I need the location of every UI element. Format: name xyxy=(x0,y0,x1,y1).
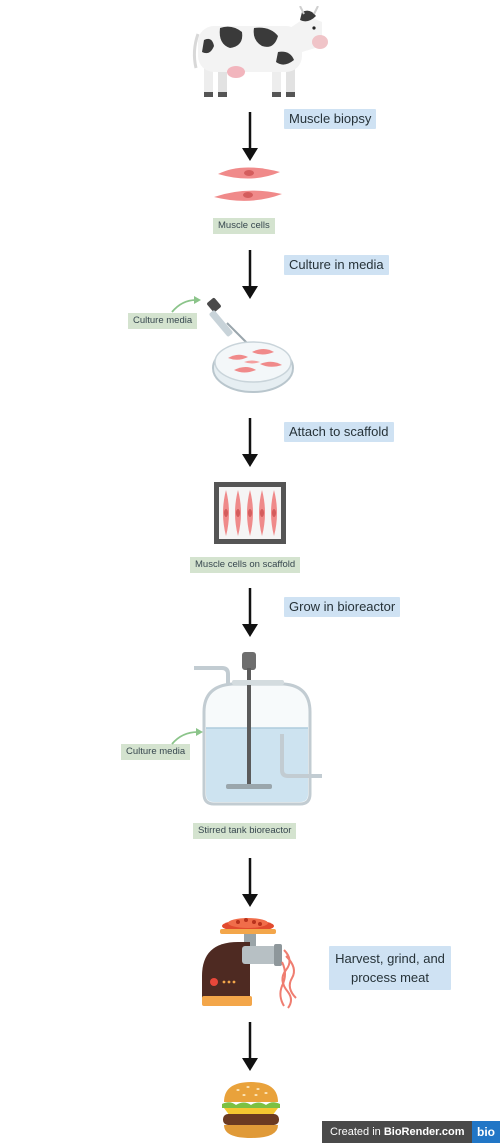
tag-muscle-cells: Muscle cells xyxy=(213,218,275,234)
flow-arrow-3 xyxy=(242,418,258,467)
media-arrow-1 xyxy=(171,296,201,313)
step-label-attach: Attach to scaffold xyxy=(284,422,394,442)
petri-dish-icon xyxy=(212,341,294,393)
flow-arrow-6 xyxy=(242,1022,258,1071)
biorender-credit-badge[interactable]: Created in BioRender.com bio xyxy=(322,1121,500,1143)
scaffold-icon xyxy=(214,482,286,544)
credit-text: Created in BioRender.com xyxy=(330,1126,465,1138)
step-label-harvest: Harvest, grind, and process meat xyxy=(329,946,451,990)
tag-bioreactor: Stirred tank bioreactor xyxy=(193,823,297,839)
step-label-grow: Grow in bioreactor xyxy=(284,597,401,617)
meat-grinder-icon xyxy=(202,918,297,1009)
muscle-cells-icon xyxy=(214,167,282,201)
flow-arrow-5 xyxy=(242,858,258,907)
bioreactor-icon xyxy=(194,652,322,806)
burger-icon xyxy=(222,1082,280,1138)
flow-arrow-1 xyxy=(242,112,258,161)
tag-culture-media-2: Culture media xyxy=(121,744,191,760)
step-label-biopsy: Muscle biopsy xyxy=(284,109,377,129)
flow-arrow-4 xyxy=(242,588,258,637)
step-label-culture: Culture in media xyxy=(284,255,389,275)
tag-culture-media-1: Culture media xyxy=(128,313,198,329)
dropper-icon xyxy=(207,298,250,346)
media-arrow-2 xyxy=(171,728,203,745)
biorender-logo-icon: bio xyxy=(472,1121,500,1143)
tag-cells-on-scaffold: Muscle cells on scaffold xyxy=(190,557,301,573)
cow-icon xyxy=(192,6,328,97)
flow-arrow-2 xyxy=(242,250,258,299)
